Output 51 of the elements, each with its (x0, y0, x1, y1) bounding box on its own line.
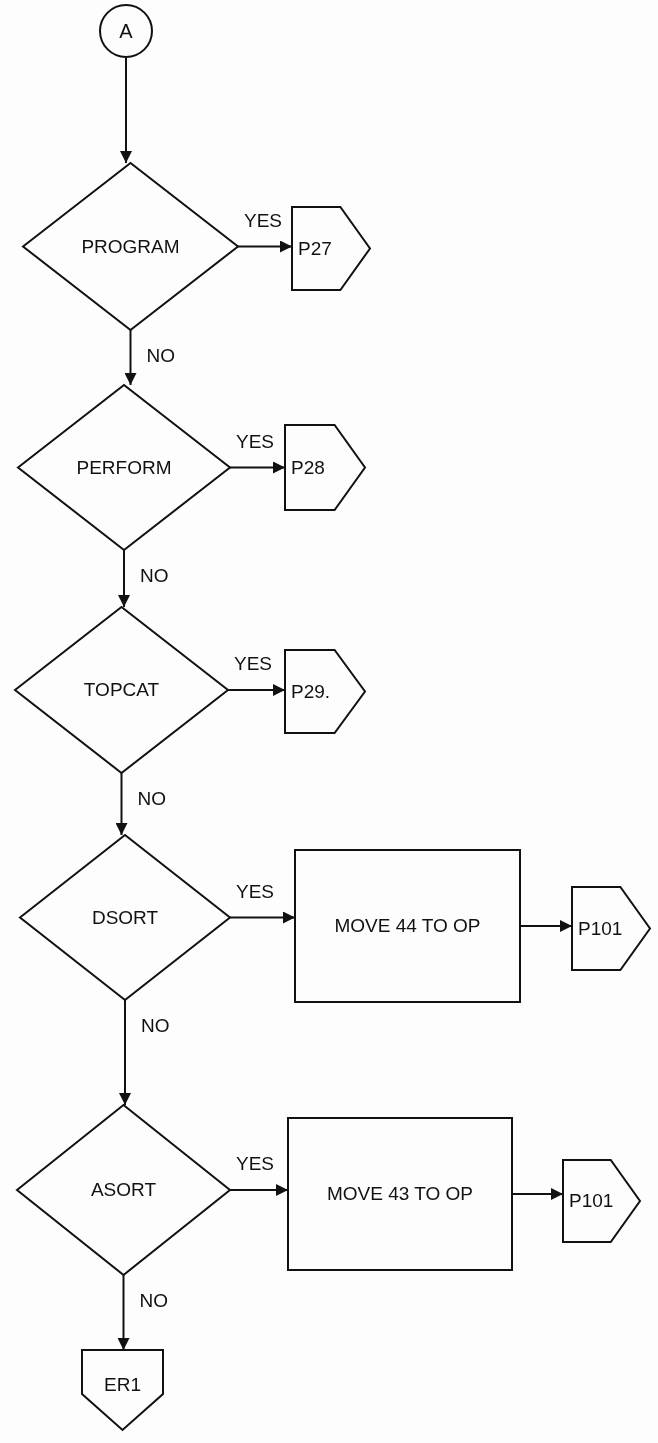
offpage-connector (292, 207, 370, 290)
edge-label: NO (137, 789, 166, 808)
edge-label: YES (236, 1154, 275, 1173)
decision-diamond (17, 1105, 230, 1275)
node-label: P27 (298, 236, 332, 261)
arrow (229, 1184, 289, 1196)
edge-label: YES (234, 654, 273, 673)
edge-label: NO (139, 1291, 168, 1310)
arrow (124, 329, 137, 386)
edge-label: NO (141, 1016, 170, 1035)
node-label: ER1 (104, 1373, 141, 1397)
arrow (237, 240, 293, 253)
node-label: PROGRAM (81, 234, 180, 259)
arrow (511, 1188, 564, 1200)
edge-label: YES (244, 210, 283, 230)
arrow (229, 911, 296, 924)
offpage-connector (82, 1350, 163, 1430)
arrow (117, 1274, 130, 1351)
offpage-connector (285, 650, 365, 733)
arrow (115, 772, 128, 836)
node-label: PERFORM (76, 455, 172, 480)
decision-diamond (23, 163, 238, 330)
arrow (227, 684, 286, 696)
node-label: ASORT (90, 1178, 157, 1203)
decision-diamond (18, 385, 230, 550)
process-box (295, 850, 520, 1002)
node-label: P101 (578, 916, 623, 941)
arrow (119, 999, 131, 1106)
offpage-connector (285, 425, 365, 510)
connector-circle (99, 4, 153, 58)
decision-diamond (15, 607, 228, 773)
arrow (229, 461, 286, 474)
node-label: A (119, 18, 133, 44)
node-label: DSORT (91, 905, 159, 930)
arrow (118, 549, 130, 608)
node-label: P101 (569, 1189, 614, 1214)
arrow (519, 920, 573, 932)
offpage-connector (572, 887, 650, 970)
edge-label: YES (236, 881, 275, 901)
node-label: MOVE 44 TO OP (334, 914, 481, 939)
node-label: TOPCAT (83, 678, 160, 703)
edge-label: YES (236, 431, 275, 451)
process-box (288, 1118, 512, 1270)
edge-label: NO (140, 566, 169, 585)
node-label: P28 (291, 455, 325, 480)
node-label: P29. (291, 679, 331, 704)
offpage-connector (563, 1160, 640, 1242)
decision-diamond (20, 835, 230, 1000)
arrow (120, 57, 132, 164)
edge-label: NO (146, 346, 175, 365)
node-label: MOVE 43 TO OP (326, 1182, 474, 1207)
